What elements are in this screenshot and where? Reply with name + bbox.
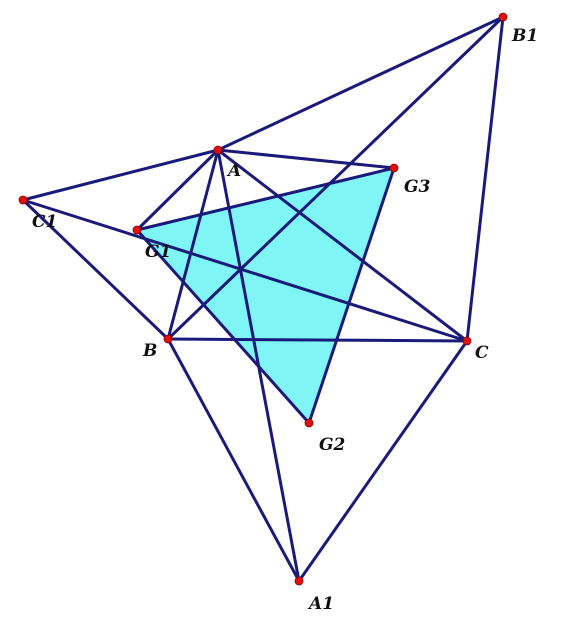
segment-a1-c bbox=[297, 339, 469, 583]
segment-a-c bbox=[216, 148, 469, 343]
segment-a-b bbox=[166, 148, 220, 341]
segment-a-a1 bbox=[216, 148, 301, 583]
point-b bbox=[163, 334, 173, 344]
label-g2: G2 bbox=[319, 435, 346, 455]
label-b: B bbox=[142, 341, 157, 361]
label-g3: G3 bbox=[404, 177, 431, 197]
point-g2 bbox=[304, 418, 314, 428]
label-a: A bbox=[226, 161, 241, 181]
label-c: C bbox=[475, 343, 489, 363]
point-a bbox=[213, 145, 223, 155]
segment-c1-b bbox=[21, 198, 170, 341]
label-a1: A1 bbox=[307, 594, 334, 614]
segments bbox=[21, 15, 505, 583]
segment-a-g3 bbox=[216, 148, 396, 170]
points bbox=[18, 12, 508, 586]
segment-b-a1 bbox=[166, 337, 301, 583]
triangle-g1g2g3 bbox=[135, 166, 396, 425]
label-b1: B1 bbox=[511, 26, 538, 46]
point-b1 bbox=[498, 12, 508, 22]
segment-b-c bbox=[166, 337, 469, 343]
segment-b-b1 bbox=[166, 15, 505, 341]
point-g3 bbox=[389, 163, 399, 173]
point-c bbox=[462, 336, 472, 346]
point-a1 bbox=[294, 576, 304, 586]
point-c1 bbox=[18, 195, 28, 205]
segment-b1-c bbox=[465, 15, 505, 343]
label-g1: G1 bbox=[145, 242, 171, 262]
segment-a-c1 bbox=[21, 148, 220, 202]
point-g1 bbox=[132, 225, 142, 235]
segment-a-b1 bbox=[216, 15, 505, 152]
segment-c-c1 bbox=[21, 198, 469, 343]
label-c1: C1 bbox=[32, 212, 57, 232]
segment-a-g1 bbox=[135, 148, 220, 232]
triangle-g1g2g3-fill bbox=[135, 166, 396, 425]
